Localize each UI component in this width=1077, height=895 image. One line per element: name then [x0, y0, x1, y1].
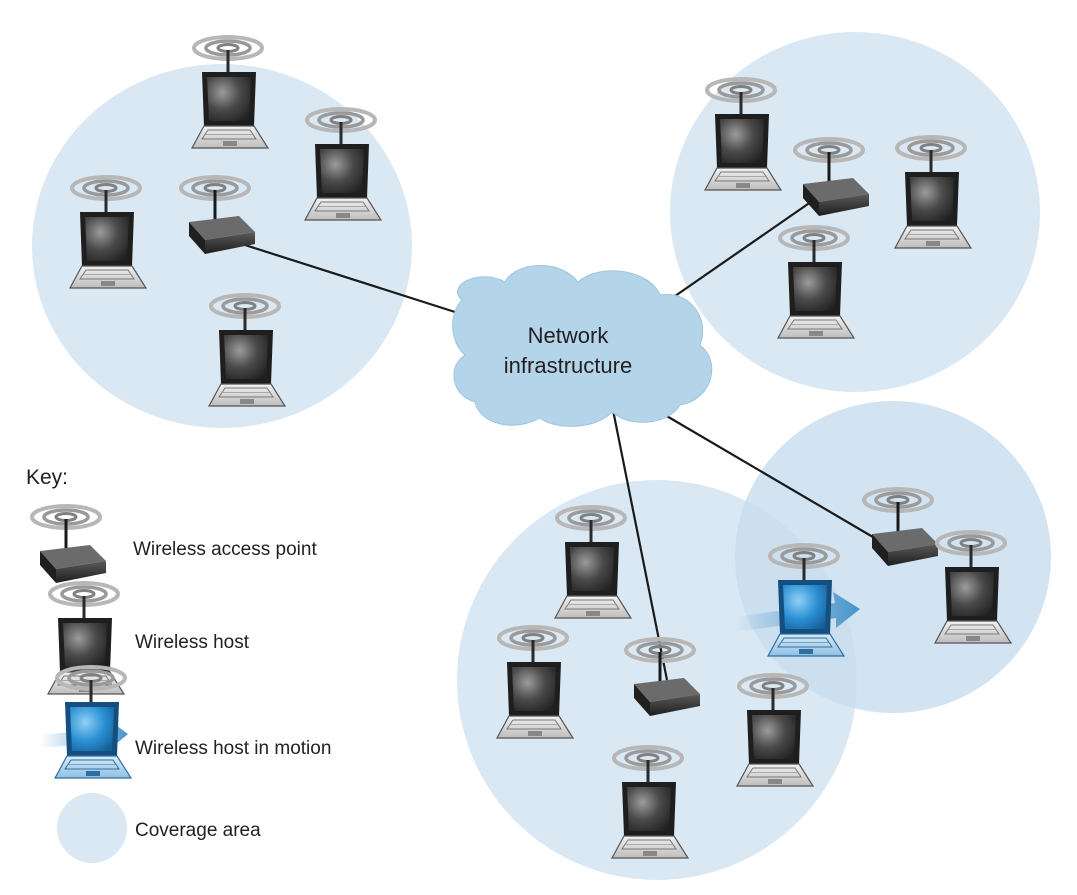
legend-label-host-motion: Wireless host in motion — [135, 738, 331, 759]
coverage-area-icon — [57, 793, 127, 863]
legend-item-coverage: Coverage area — [57, 793, 261, 863]
legend-label-access-point: Wireless access point — [133, 539, 317, 560]
legend-item-host-motion: Wireless host in motion — [40, 667, 331, 778]
legend-item-access-point: Wireless access point — [32, 506, 317, 583]
cloud-label-line1: Network — [528, 323, 610, 348]
wireless-host-in-motion-icon — [55, 667, 131, 778]
legend-title: Key: — [26, 466, 68, 489]
network-infrastructure-cloud: Network infrastructure — [452, 265, 713, 427]
link-top-right-ap — [651, 196, 819, 313]
cloud-label-line2: infrastructure — [504, 353, 632, 378]
wireless-host-in-motion — [735, 545, 860, 656]
link-top-left-ap — [244, 243, 456, 314]
legend-item-host: Wireless host — [48, 583, 250, 694]
cloud-shape — [452, 265, 713, 427]
legend-label-coverage: Coverage area — [135, 820, 261, 841]
link-bottom-right-ap — [664, 414, 879, 541]
network-links — [244, 196, 879, 681]
link-bottom-ap — [610, 404, 669, 681]
access-point-icon — [32, 506, 106, 583]
legend: Key: Wireless access point Wireless host… — [26, 466, 331, 863]
legend-label-host: Wireless host — [135, 632, 250, 653]
